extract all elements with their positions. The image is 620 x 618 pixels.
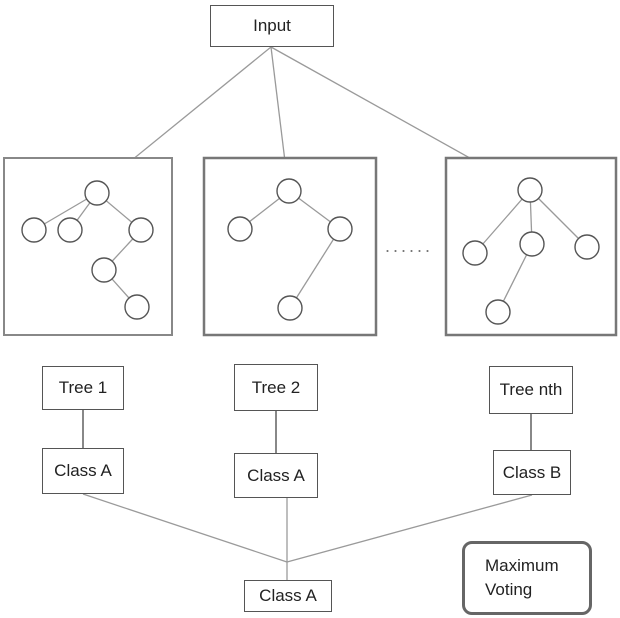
tree-node [128, 217, 154, 243]
tree-node [277, 295, 303, 321]
class-label: Class A [54, 461, 112, 480]
class-label: Class B [502, 462, 562, 482]
class-box-1: Class A [42, 448, 124, 494]
tree-node [519, 231, 545, 257]
tree-label-box-3: Tree nth [489, 366, 573, 414]
tree-node [462, 240, 488, 266]
tree-node [574, 234, 600, 260]
voting-line-1: Maximum [485, 556, 559, 575]
maximum-voting-box: Maximum Voting [462, 541, 592, 615]
tree-node [276, 178, 302, 204]
class-box-3: Class B [493, 450, 571, 495]
tree-panel-2 [202, 156, 378, 337]
tree-panel-3 [444, 156, 618, 337]
input-label: Input [253, 16, 291, 35]
final-class-box: Class A [244, 580, 332, 612]
ellipsis: ...... [385, 236, 433, 256]
tree-node [84, 180, 110, 206]
tree-label-box-1: Tree 1 [42, 366, 124, 410]
tree-node [57, 217, 83, 243]
final-class-label: Class A [259, 586, 317, 605]
tree-node [517, 177, 543, 203]
tree-node [327, 216, 353, 242]
class-label: Class A [247, 465, 305, 485]
tree-panel-1 [3, 157, 173, 336]
tree-node [227, 216, 253, 242]
vote-connectors [82, 493, 533, 580]
voting-line-2: Voting [485, 580, 533, 599]
input-node: Input [210, 5, 334, 47]
tree-label: Tree 1 [58, 378, 108, 397]
tree-node [21, 217, 47, 243]
class-box-2: Class A [234, 453, 318, 498]
tree-label: Tree 2 [251, 377, 301, 397]
tree-node [485, 299, 511, 325]
tree-label: Tree nth [499, 380, 563, 399]
tree-node [124, 294, 150, 320]
tree-node [91, 257, 117, 283]
tree-label-box-2: Tree 2 [234, 364, 318, 411]
